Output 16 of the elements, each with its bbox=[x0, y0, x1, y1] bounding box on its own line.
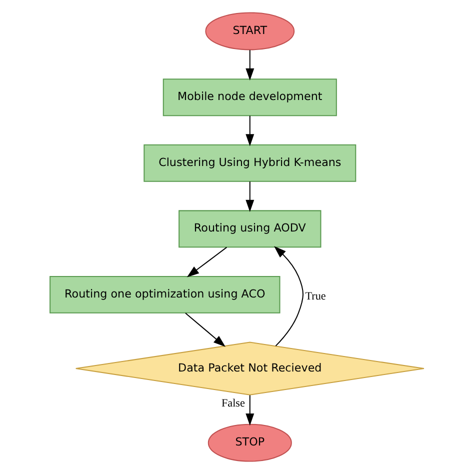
arrow bbox=[186, 246, 227, 278]
node-ellipse: STOP bbox=[208, 424, 292, 462]
arrow bbox=[246, 50, 254, 81]
edge-label: True bbox=[305, 290, 326, 302]
node-diamond: Data Packet Not Recieved bbox=[75, 342, 424, 396]
arrow bbox=[274, 246, 304, 346]
node-box: Routing using AODV bbox=[178, 210, 322, 248]
arrow bbox=[185, 312, 226, 347]
edge-label: False bbox=[221, 397, 245, 410]
arrow bbox=[246, 182, 254, 212]
node-box: Clustering Using Hybrid K-means bbox=[144, 144, 356, 182]
arrow bbox=[246, 395, 254, 426]
node-box: Routing one optimization using ACO bbox=[50, 276, 280, 314]
arrow bbox=[246, 116, 254, 146]
node-box: Mobile node development bbox=[162, 78, 337, 116]
node-ellipse: START bbox=[205, 12, 295, 50]
